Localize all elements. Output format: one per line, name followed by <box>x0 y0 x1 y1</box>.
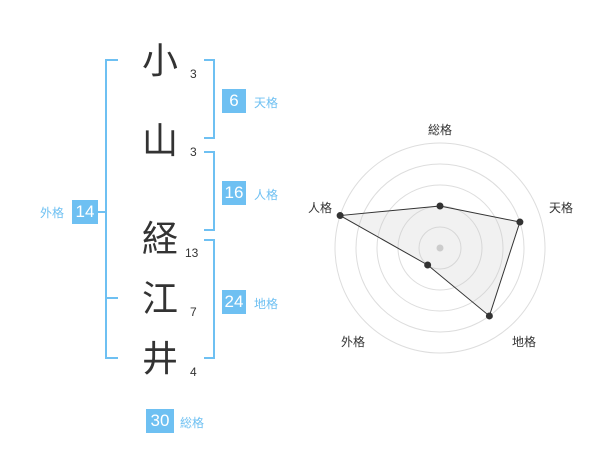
radar-data-area <box>338 205 521 317</box>
jinkaku-value: 16 <box>222 181 246 205</box>
radar-point-2 <box>516 218 524 226</box>
radar-center-dot <box>436 244 444 252</box>
gaikaku-value: 14 <box>72 200 98 224</box>
radar-point-1 <box>436 202 444 210</box>
name-char-3: 経 <box>141 219 178 260</box>
stroke-count-5: 4 <box>190 365 197 379</box>
name-char-5: 井 <box>141 339 178 380</box>
radar-ring-5 <box>334 142 546 354</box>
radar-point-4 <box>424 261 432 269</box>
tenkaku-bracket <box>204 59 215 139</box>
stroke-count-2: 3 <box>190 145 197 159</box>
name-char-4: 江 <box>141 279 178 320</box>
name-char-2: 山 <box>141 121 178 162</box>
chikaku-value: 24 <box>222 290 246 314</box>
radar-axis-label-chikaku: 地格 <box>512 335 537 349</box>
jinkaku-label: 人格 <box>254 188 279 202</box>
radar-point-5 <box>336 212 344 220</box>
soukaku-value: 30 <box>146 409 174 433</box>
radar-axis-label-soukaku: 総格 <box>428 123 453 137</box>
tenkaku-value: 6 <box>222 89 246 113</box>
chikaku-label: 地格 <box>254 297 279 311</box>
jinkaku-bracket <box>204 151 215 231</box>
gaikaku-label: 外格 <box>40 206 65 220</box>
chikaku-bracket <box>204 239 215 359</box>
radar-ring-3 <box>376 184 504 312</box>
radar-point-3 <box>485 312 493 320</box>
gaikaku-bracket <box>105 59 118 359</box>
stroke-count-1: 3 <box>190 67 197 81</box>
name-char-1: 小 <box>141 41 178 82</box>
radar-axis-label-jinkaku: 人格 <box>308 201 333 215</box>
radar-ring-4 <box>355 163 525 333</box>
stroke-count-4: 7 <box>190 305 197 319</box>
soukaku-label: 総格 <box>180 416 205 430</box>
stroke-count-3: 13 <box>185 246 199 260</box>
radar-ring-1 <box>418 226 462 270</box>
radar-axis-label-gaikaku: 外格 <box>341 335 366 349</box>
radar-axis-label-tenkaku: 天格 <box>549 201 574 215</box>
tenkaku-label: 天格 <box>254 96 279 110</box>
